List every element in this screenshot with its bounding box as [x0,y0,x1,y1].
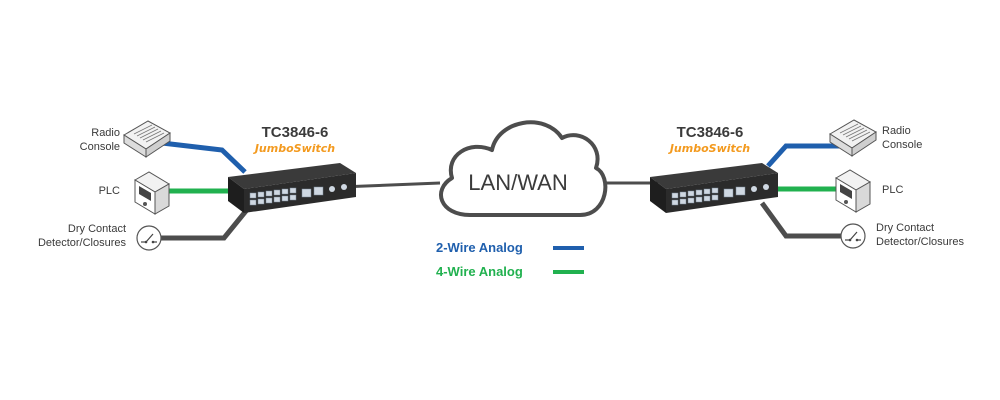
left-radio-label-1: Radio [91,127,120,139]
left-brand-logo: JumboSwitch [253,142,335,155]
cloud-icon [439,120,608,217]
right-radio-label-2: Console [882,139,922,151]
left-model-label: TC3846-6 [262,124,329,141]
legend-four-wire-label: 4-Wire Analog [436,264,523,279]
left-radio-label-2: Console [80,141,120,153]
cloud-label: LAN/WAN [468,170,567,195]
legend-two-wire-label: 2-Wire Analog [436,240,523,255]
right-radio-cable [766,143,840,168]
left-radio-cable [161,140,247,174]
left-plc-icon [134,171,170,215]
right-dry-contact-icon [840,223,866,249]
left-dry-contact-icon [136,225,162,251]
left-radio-console-icon [123,120,171,158]
left-wan-cable [339,181,441,189]
left-dry-cable [160,204,252,241]
left-dry-label-2: Detector/Closures [38,237,127,249]
right-dry-cable [759,201,842,239]
right-model-label: TC3846-6 [677,124,744,141]
right-switch-icon [649,162,779,214]
right-plc-icon [835,169,871,213]
left-switch-icon [227,162,357,214]
right-dry-label-2: Detector/Closures [876,236,965,248]
right-dry-label-1: Dry Contact [876,222,934,234]
right-radio-label-1: Radio [882,125,911,137]
right-plc-label: PLC [882,184,903,196]
right-brand-logo: JumboSwitch [668,142,750,155]
right-radio-console-icon [829,119,877,157]
left-plc-label: PLC [99,185,120,197]
left-dry-label-1: Dry Contact [68,223,126,235]
